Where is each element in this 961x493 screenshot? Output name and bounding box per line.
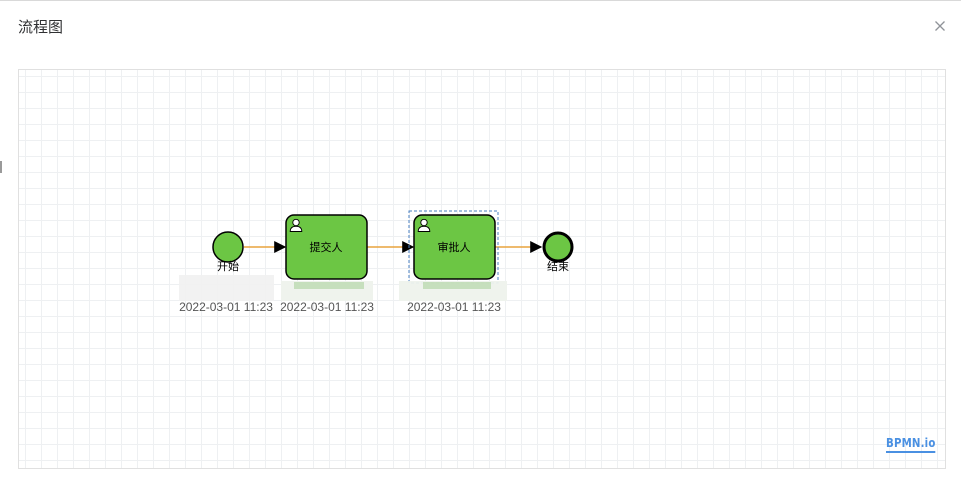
backdrop-edge (0, 161, 2, 173)
user-task-approve[interactable] (413, 214, 496, 280)
bpmn-io-watermark[interactable]: BPMN.io (886, 436, 936, 453)
start-event-time: 2022-03-01 11:23 (179, 300, 273, 314)
user-icon (289, 218, 303, 232)
user-icon (417, 218, 431, 232)
start-event[interactable] (212, 231, 244, 263)
submit-blur-strip-green (294, 282, 364, 289)
end-event-label: 结束 (547, 260, 569, 273)
start-blur-strip (179, 275, 274, 301)
bpmn-canvas[interactable]: 开始 2022-03-01 11:23 提交人 2022-03-01 11:23 (18, 69, 946, 469)
approve-blur-strip-green (423, 282, 491, 289)
user-task-submit[interactable] (285, 214, 368, 280)
user-task-submit-label: 提交人 (310, 240, 343, 254)
end-event[interactable] (542, 231, 574, 263)
bpmn-diagram: 开始 2022-03-01 11:23 提交人 2022-03-01 11:23 (179, 210, 574, 314)
user-task-approve-time: 2022-03-01 11:23 (407, 300, 501, 314)
close-button[interactable] (932, 18, 948, 34)
user-task-submit-time: 2022-03-01 11:23 (280, 300, 374, 314)
user-task-approve-label: 审批人 (438, 240, 471, 254)
start-event-label: 开始 (217, 259, 239, 273)
dialog-title: 流程图 (18, 19, 64, 36)
close-icon (935, 21, 945, 31)
